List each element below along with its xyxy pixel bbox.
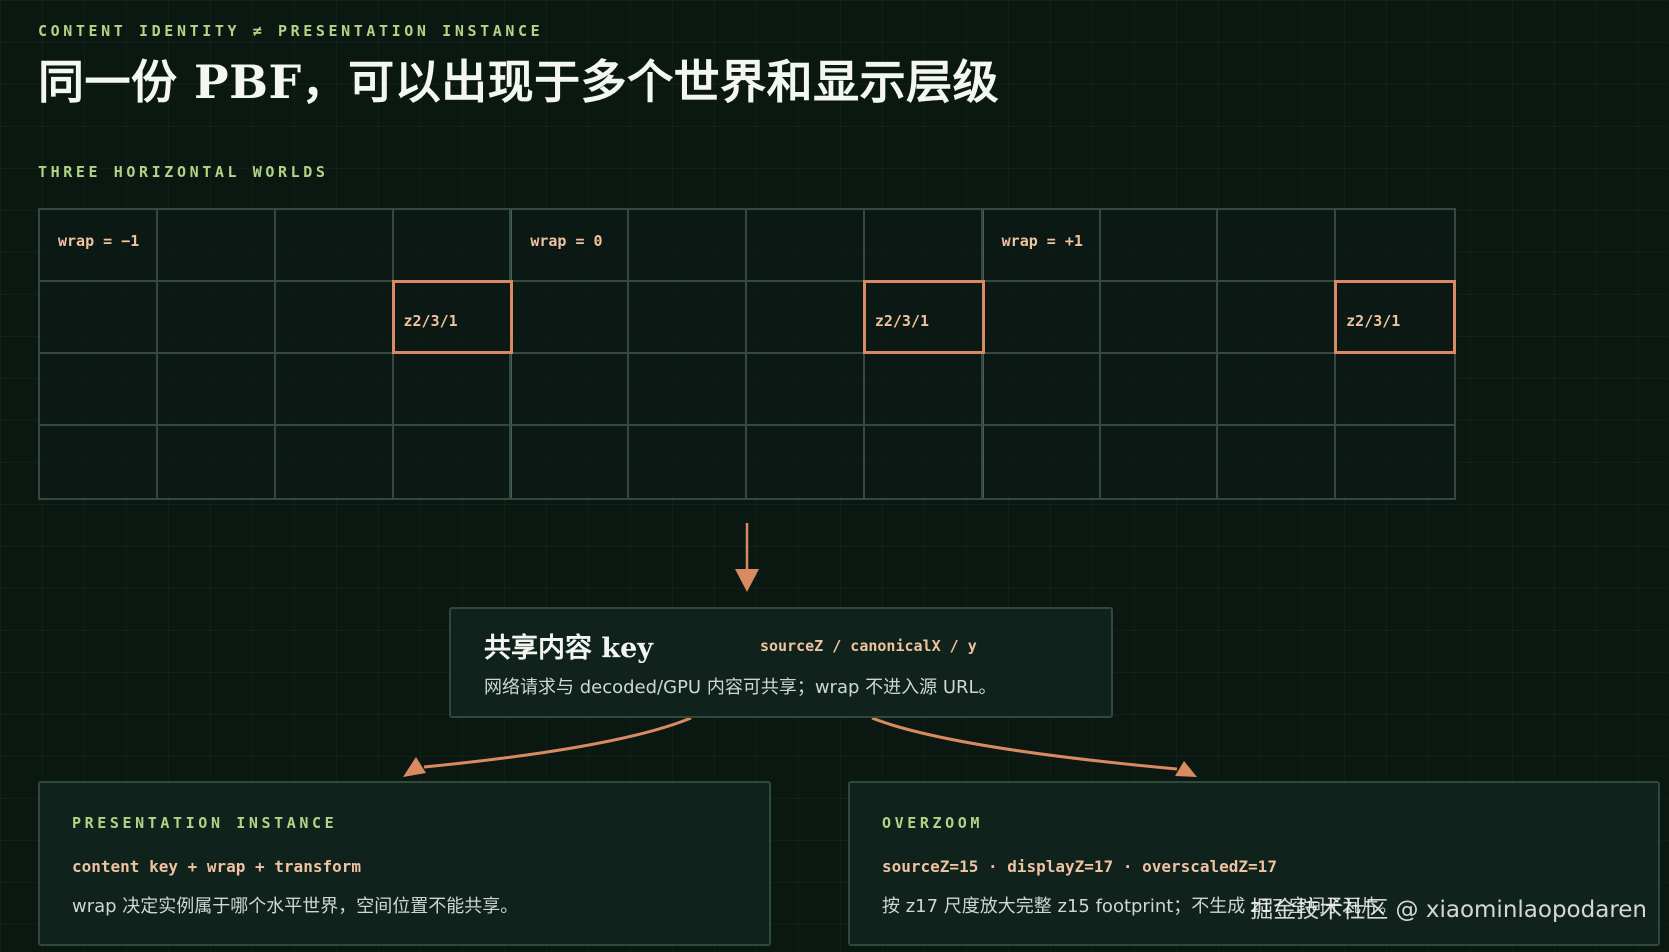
grid-cell: [982, 282, 1101, 354]
grid-cell: [1100, 282, 1219, 354]
page-title: 同一份 PBF，可以出现于多个世界和显示层级: [38, 55, 1000, 109]
grid-cell: [1218, 426, 1337, 498]
highlighted-tile: z2/3/1: [1334, 280, 1456, 354]
grid-cell: wrap = +1: [982, 210, 1101, 282]
watermark: 掘金技术社区 @ xiaominlaopodaren: [1250, 897, 1647, 923]
overzoom-description: 按 z17 尺度放大完整 z15 footprint；不生成 z17 空间子瓦片…: [882, 896, 1398, 917]
wrap-label: wrap = −1: [58, 232, 140, 250]
key-to-presentation-arrowhead: [403, 757, 426, 777]
kicker-label: CONTENT IDENTITY ≠ PRESENTATION INSTANCE: [38, 22, 544, 40]
grid-cell: [276, 426, 394, 498]
grid-cell: [864, 354, 983, 426]
key-to-overzoom-arrow-line: [871, 716, 1178, 771]
grid-cell: wrap = 0: [511, 210, 630, 282]
shared-content-key-card: 共享内容 key sourceZ / canonicalX / y 网络请求与 …: [449, 607, 1113, 718]
grid-cell: [864, 210, 983, 282]
highlighted-tile: z2/3/1: [391, 280, 514, 354]
tile-id-label: z2/3/1: [403, 312, 458, 330]
grid-cell: [275, 282, 394, 354]
grid-cell: [275, 354, 394, 426]
grid-cell: [747, 282, 865, 354]
tile-id-label: z2/3/1: [874, 312, 930, 330]
grid-cell: [1101, 426, 1219, 498]
grid-cell: [1218, 354, 1337, 426]
grid-cell: [1218, 282, 1337, 354]
grid-cell: [511, 354, 630, 426]
grid-cell: [1100, 354, 1219, 426]
grid-cell: [1100, 210, 1219, 282]
grid-cell: [40, 354, 158, 426]
grid-cell: [1336, 210, 1454, 282]
grid-cell: [157, 210, 276, 282]
grid-cell: [511, 282, 630, 354]
highlighted-tile: z2/3/1: [862, 280, 985, 354]
grid-cell: [40, 426, 158, 498]
overzoom-card: OVERZOOM sourceZ=15 · displayZ=17 · over…: [848, 781, 1660, 946]
grid-cell: [629, 426, 747, 498]
grid-cell: [158, 426, 276, 498]
grid-cell: [982, 354, 1101, 426]
grid-cell: [747, 426, 865, 498]
grid-cell: [393, 354, 512, 426]
grid-cell: [157, 282, 276, 354]
grid-cell: [747, 354, 865, 426]
key-to-presentation-arrow-line: [423, 716, 692, 769]
world-tile-grid: wrap = −1 wrap = 0 wrap = +1 z2/3/1 z2/3/1 z2…: [38, 208, 1456, 500]
grid-cell: [747, 210, 865, 282]
worlds-section-label: THREE HORIZONTAL WORLDS: [38, 163, 329, 181]
grid-to-key-arrowhead: [735, 569, 759, 592]
grid-cell: [1336, 426, 1454, 498]
overzoom-code: sourceZ=15 · displayZ=17 · overscaledZ=1…: [882, 857, 1277, 876]
grid-cell: [629, 210, 747, 282]
grid-cell: [393, 210, 512, 282]
shared-key-code: sourceZ / canonicalX / y: [760, 637, 977, 655]
presentation-eyebrow: PRESENTATION INSTANCE: [72, 814, 338, 832]
grid-cell: [865, 426, 983, 498]
shared-key-description: 网络请求与 decoded/GPU 内容可共享；wrap 不进入源 URL。: [484, 677, 997, 698]
grid-cell: [157, 354, 276, 426]
grid-cell: [629, 354, 747, 426]
presentation-code: content key + wrap + transform: [72, 857, 361, 876]
shared-key-title: 共享内容 key: [484, 633, 653, 664]
wrap-label: wrap = +1: [1001, 232, 1083, 250]
overzoom-eyebrow: OVERZOOM: [882, 814, 984, 832]
grid-cell: wrap = −1: [40, 210, 158, 282]
grid-cell: [1218, 210, 1337, 282]
wrap-label: wrap = 0: [530, 232, 603, 250]
grid-cell: [1336, 354, 1454, 426]
grid-cell: [394, 426, 512, 498]
presentation-description: wrap 决定实例属于哪个水平世界，空间位置不能共享。: [72, 896, 519, 917]
tile-id-label: z2/3/1: [1346, 312, 1401, 330]
presentation-instance-card: PRESENTATION INSTANCE content key + wrap…: [38, 781, 771, 946]
grid-cell: [982, 426, 1101, 498]
grid-cell: [40, 282, 158, 354]
grid-cell: [629, 282, 747, 354]
grid-cell: [275, 210, 394, 282]
grid-cell: [511, 426, 630, 498]
key-to-overzoom-arrowhead: [1175, 761, 1197, 777]
